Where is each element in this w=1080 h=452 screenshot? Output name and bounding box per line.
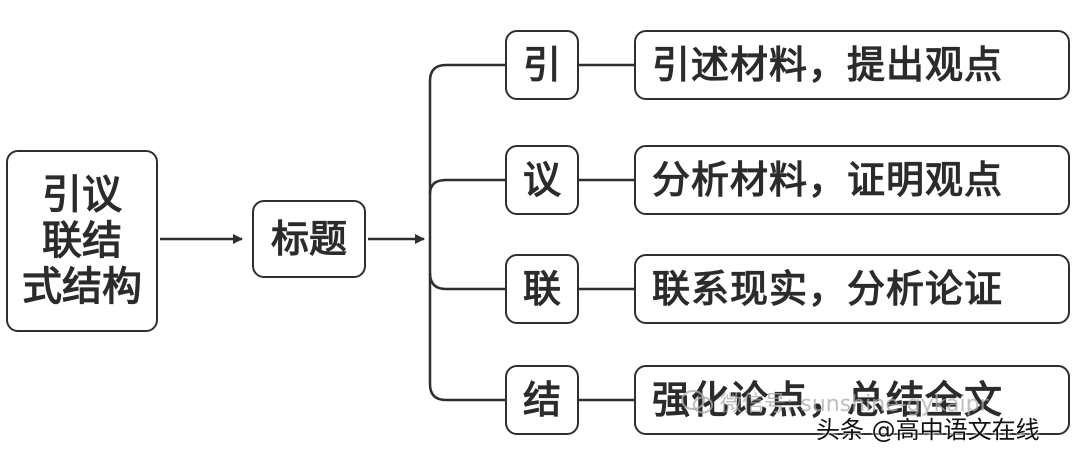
- branch-key-jie: 结: [505, 365, 579, 435]
- branch-line-3: [428, 272, 505, 291]
- root-line-2: 联结: [42, 217, 122, 264]
- title-node: 标题: [252, 200, 366, 278]
- branch-key-yi: 议: [505, 145, 579, 215]
- branch-desc-yin: 引述材料，提出观点: [634, 30, 1070, 100]
- watermark-text: 微信号: sunshine-gykaipr: [720, 392, 989, 417]
- root-line-3: 式结构: [22, 263, 142, 310]
- branch-desc-yi: 分析材料，证明观点: [634, 145, 1070, 215]
- wechat-watermark: 微信号: sunshine-gykaipr: [680, 386, 989, 418]
- wechat-icon: [681, 390, 713, 414]
- branch-desc-lian: 联系现实，分析论证: [634, 254, 1070, 324]
- root-structure-node: 引议 联结 式结构: [6, 150, 158, 332]
- branch-key-yin: 引: [505, 30, 579, 100]
- source-tag: 头条 @高中语文在线: [816, 416, 1040, 444]
- branch-bracket: [428, 63, 505, 402]
- root-line-1: 引议: [42, 171, 122, 218]
- branch-line-2: [428, 178, 505, 195]
- branch-key-lian: 联: [505, 254, 579, 324]
